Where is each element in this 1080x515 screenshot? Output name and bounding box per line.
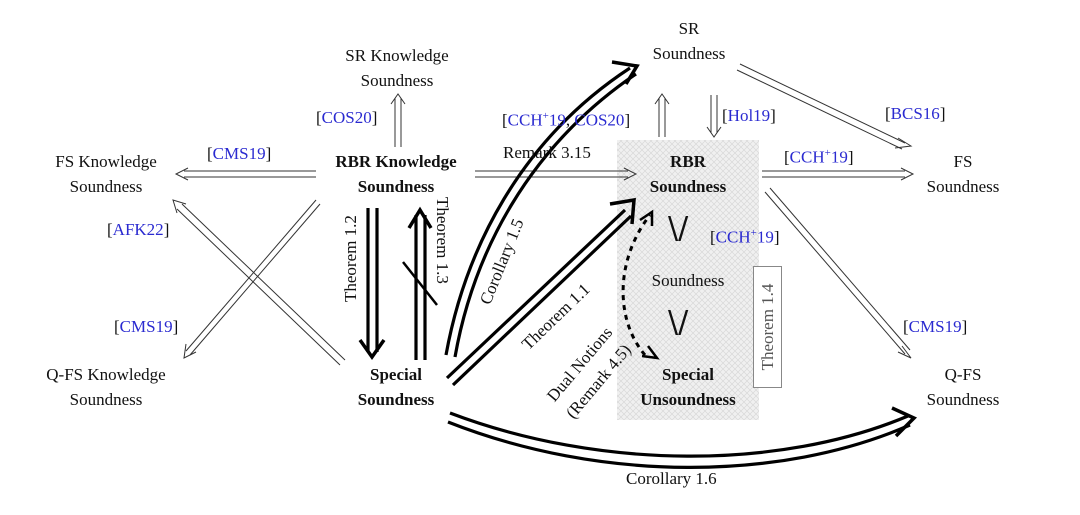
node-qfs: Q-FS Soundness (927, 362, 1000, 412)
node-line: Soundness (926, 390, 1000, 409)
node-line: Special (662, 365, 714, 384)
node-line: Soundness (360, 71, 434, 90)
arrow-thm11 (445, 197, 636, 387)
node-line: Soundness (69, 177, 143, 196)
citation-cch19-cos20[interactable]: [CCH+19, COS20] (502, 110, 631, 130)
label-theorem-1-4-box: Theorem 1.4 (753, 266, 782, 388)
arrow-thm13 (402, 206, 438, 360)
node-line: Soundness (649, 177, 727, 196)
arrow-cor15 (444, 60, 640, 358)
dual-arrowhead-top (639, 209, 654, 226)
arrow-rbrk-to-rbr (475, 167, 638, 181)
arrow-sr-to-fs (736, 63, 913, 150)
node-line: SR (678, 19, 700, 38)
arrow-rbr-to-sr (654, 93, 670, 137)
node-qfs-knowledge: Q-FS Knowledge Soundness (46, 362, 165, 412)
shaded-region (617, 140, 759, 420)
arrow-rbr-to-fs (762, 167, 915, 181)
node-rbr: RBR Soundness (650, 149, 727, 199)
citation-cos20[interactable]: [COS20] (316, 108, 378, 127)
node-sr-knowledge: SR Knowledge Soundness (345, 43, 448, 93)
citation-bcs16[interactable]: [BCS16] (885, 104, 946, 123)
node-line: Soundness (652, 44, 726, 63)
node-line: RBR (670, 152, 706, 171)
label-theorem-1-3: Theorem 1.3 (433, 197, 452, 284)
citation-cch19-fs[interactable]: [CCH+19] (784, 147, 854, 167)
node-line: Q-FS (944, 365, 982, 384)
arrow-rbrk-to-srk (390, 93, 406, 147)
citation-cms19-left[interactable]: [CMS19] (114, 317, 179, 336)
node-line: Unsoundness (640, 390, 736, 409)
node-fs-knowledge: FS Knowledge Soundness (55, 149, 157, 199)
node-line: SR Knowledge (345, 46, 449, 65)
node-line: Soundness (926, 177, 1000, 196)
separation-symbol-upper: \/ (668, 211, 689, 246)
node-special-unsoundness: Special Unsoundness (640, 362, 735, 412)
citation-hol19[interactable]: [Hol19] (722, 106, 776, 125)
citation-afk22[interactable]: [AFK22] (107, 220, 170, 239)
node-line: FS (953, 152, 973, 171)
node-line: Soundness (69, 390, 143, 409)
node-line: Soundness (357, 177, 435, 196)
citation-cms19-right[interactable]: [CMS19] (903, 317, 968, 336)
label-corollary-1-6: Corollary 1.6 (626, 469, 717, 488)
label-theorem-1-4: Theorem 1.4 (757, 283, 777, 371)
node-line: Special (370, 365, 422, 384)
citation-cch19-mid[interactable]: [CCH+19] (710, 227, 780, 247)
node-line: RBR Knowledge (335, 152, 457, 171)
label-theorem-1-2: Theorem 1.2 (341, 215, 360, 302)
arrow-special-to-fsk (172, 199, 346, 366)
node-special-soundness: Special Soundness (358, 362, 435, 412)
node-rbr-knowledge: RBR Knowledge Soundness (335, 149, 456, 199)
arrow-dual-notions (621, 214, 652, 356)
arrow-rbrk-to-fsk (174, 167, 316, 181)
node-line: Soundness (357, 390, 435, 409)
arrow-rbrk-to-qfsk (183, 199, 321, 359)
arrow-cor16 (447, 406, 918, 469)
node-soundness: Soundness (651, 271, 725, 290)
arrow-sr-to-rbr (706, 95, 722, 138)
dual-arrowhead-bottom (641, 345, 660, 360)
node-line: FS Knowledge (55, 152, 157, 171)
citation-cms19-top[interactable]: [CMS19] (207, 144, 272, 163)
label-remark-3-15: Remark 3.15 (503, 143, 591, 162)
node-line: Q-FS Knowledge (46, 365, 166, 384)
node-fs: FS Soundness (927, 149, 1000, 199)
node-sr: SR Soundness (653, 16, 726, 66)
separation-symbol-lower: \/ (668, 305, 689, 340)
arrow-thm12 (358, 208, 386, 361)
arrow-rbr-to-qfs (764, 187, 912, 359)
